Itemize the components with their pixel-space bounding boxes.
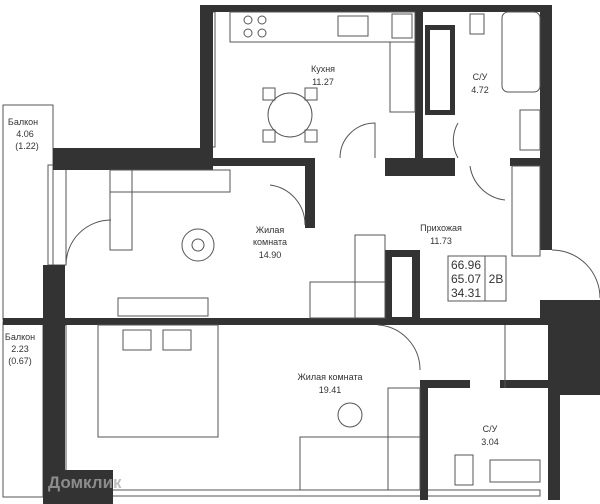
balcony1-name: Балкон (8, 117, 38, 127)
living2-name: Жилая комната (297, 372, 362, 382)
balcony2-name: Балкон (5, 332, 35, 342)
bathroom-2-fixtures (454, 454, 541, 486)
window (47, 164, 67, 266)
kitchen-area: 11.27 (312, 77, 334, 87)
living-room-2-furniture (97, 324, 506, 491)
window (109, 489, 541, 497)
balcony2-area: 2.23 (11, 344, 29, 354)
living1-name-2: комната (253, 237, 287, 247)
hall-area: 11.73 (430, 236, 452, 246)
balcony2-reduced: (0.67) (8, 356, 32, 366)
bath2-name: С/У (483, 424, 498, 434)
balcony1-area: 4.06 (16, 129, 34, 139)
balcony1-reduced: (1.22) (15, 141, 39, 151)
hall-fixtures (469, 165, 600, 299)
total-area: 66.96 (451, 258, 481, 272)
bath1-area: 4.72 (471, 85, 489, 95)
living2-area: 19.41 (319, 385, 342, 395)
living-room-1-furniture (65, 169, 386, 319)
living1-name: Жилая (256, 225, 285, 235)
bath1-name: С/У (473, 72, 488, 82)
hall-name: Прихожая (420, 223, 462, 233)
living-area: 34.31 (451, 286, 481, 300)
watermark-logo: Домклик (48, 473, 122, 492)
bathroom-1-fixtures (452, 11, 541, 159)
apartment-type: 2В (489, 272, 504, 286)
area-summary-box: 66.96 65.07 34.31 2В (447, 255, 507, 302)
kitchen-name: Кухня (311, 64, 335, 74)
living1-area: 14.90 (259, 250, 282, 260)
kitchen-furniture (229, 11, 416, 159)
bath2-area: 3.04 (481, 437, 499, 447)
walls (3, 5, 600, 504)
usable-area: 65.07 (451, 272, 481, 286)
